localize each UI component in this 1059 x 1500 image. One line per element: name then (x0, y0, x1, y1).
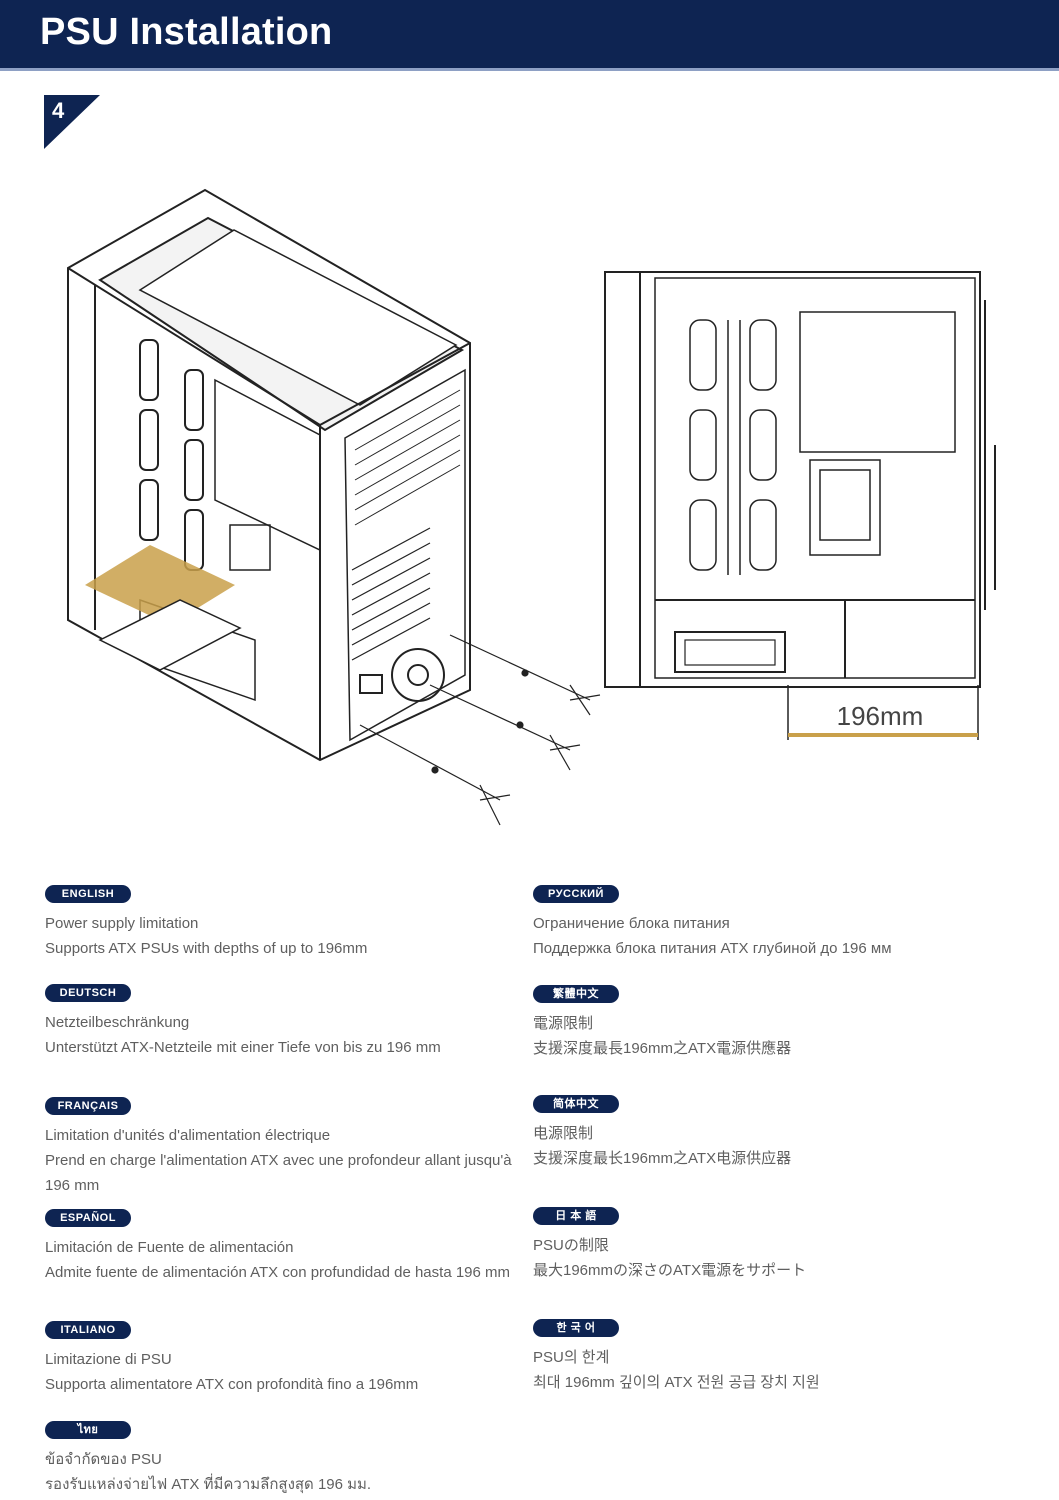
espanol-title: Limitación de Fuente de alimentación (45, 1239, 294, 1256)
lang-english: ENGLISH Power supply limitation Supports… (45, 884, 525, 961)
lang-simp-chinese: 简体中文 电源限制 支援深度最长196mm之ATX电源供应器 (533, 1094, 1013, 1171)
header-divider (0, 68, 1059, 71)
lang-francais: FRANÇAIS Limitation d'unités d'alimentat… (45, 1096, 515, 1198)
italiano-desc: Supporta alimentatore ATX con profondità… (45, 1376, 419, 1393)
trad-chinese-title: 電源限制 (533, 1015, 594, 1032)
italiano-title: Limitazione di PSU (45, 1351, 172, 1368)
lang-korean: 한 국 어 PSU의 한계 최대 196mm 깊이의 ATX 전원 공급 장치 … (533, 1318, 1013, 1395)
lang-japanese: 日 本 語 PSUの制限 最大196mmの深さのATX電源をサポート (533, 1206, 1013, 1283)
lang-trad-chinese: 繁體中文 電源限制 支援深度最長196mm之ATX電源供應器 (533, 984, 1013, 1061)
step-number: 4 (52, 98, 65, 123)
lang-italiano: ITALIANO Limitazione di PSU Supporta ali… (45, 1320, 525, 1397)
russian-desc: Поддержка блока питания ATX глубиной до … (533, 940, 892, 957)
lang-thai: ไทย ข้อจำกัดของ PSU รองรับแหล่งจ่ายไฟ AT… (45, 1420, 525, 1497)
russian-title: Ограничение блока питания (533, 915, 730, 932)
francais-title: Limitation d'unités d'alimentation élect… (45, 1127, 331, 1144)
espanol-desc: Admite fuente de alimentación ATX con pr… (45, 1264, 511, 1281)
lang-tag-francais: FRANÇAIS (45, 1097, 131, 1115)
japanese-title: PSUの制限 (533, 1237, 609, 1254)
francais-desc: Prend en charge l'alimentation ATX avec … (45, 1152, 512, 1194)
lang-tag-simp-chinese: 简体中文 (533, 1095, 619, 1113)
dimension-marker (787, 685, 979, 740)
lang-tag-italiano: ITALIANO (45, 1321, 131, 1339)
psu-insert-arrow (85, 545, 242, 671)
english-title: Power supply limitation (45, 915, 199, 932)
page-title: PSU Installation (40, 11, 333, 53)
japanese-desc: 最大196mmの深さのATX電源をサポート (533, 1262, 807, 1279)
case-perspective-view (67, 188, 471, 762)
lang-tag-thai: ไทย (45, 1421, 131, 1439)
lang-tag-english: ENGLISH (45, 885, 131, 903)
thai-desc: รองรับแหล่งจ่ายไฟ ATX ที่มีความลึกสูงสุด… (45, 1476, 372, 1493)
step-badge (44, 95, 100, 149)
thai-title: ข้อจำกัดของ PSU (45, 1451, 162, 1468)
lang-tag-korean: 한 국 어 (533, 1319, 619, 1337)
deutsch-desc: Unterstützt ATX-Netzteile mit einer Tief… (45, 1039, 441, 1056)
case-side-view (604, 271, 996, 688)
simp-chinese-title: 电源限制 (533, 1125, 594, 1142)
lang-tag-trad-chinese: 繁體中文 (533, 985, 619, 1003)
trad-chinese-desc: 支援深度最長196mm之ATX電源供應器 (533, 1040, 792, 1057)
screw-guides (359, 634, 601, 826)
simp-chinese-desc: 支援深度最长196mm之ATX电源供应器 (533, 1150, 792, 1167)
case-illustration: 196mm (67, 188, 996, 826)
korean-title: PSU의 한계 (533, 1349, 610, 1366)
english-desc: Supports ATX PSUs with depths of up to 1… (45, 940, 368, 957)
lang-tag-deutsch: DEUTSCH (45, 984, 131, 1002)
deutsch-title: Netzteilbeschränkung (45, 1014, 190, 1031)
lang-espanol: ESPAÑOL Limitación de Fuente de alimenta… (45, 1208, 515, 1285)
lang-russian: РУССКИЙ Ограничение блока питания Поддер… (533, 884, 1013, 961)
lang-tag-espanol: ESPAÑOL (45, 1209, 131, 1227)
page-header: PSU Installation (0, 0, 1059, 68)
lang-tag-japanese: 日 本 語 (533, 1207, 619, 1225)
lang-tag-russian: РУССКИЙ (533, 885, 619, 903)
dimension-label: 196mm (837, 701, 924, 731)
lang-deutsch: DEUTSCH Netzteilbeschränkung Unterstützt… (45, 983, 525, 1060)
korean-desc: 최대 196mm 깊이의 ATX 전원 공급 장치 지원 (533, 1374, 820, 1391)
